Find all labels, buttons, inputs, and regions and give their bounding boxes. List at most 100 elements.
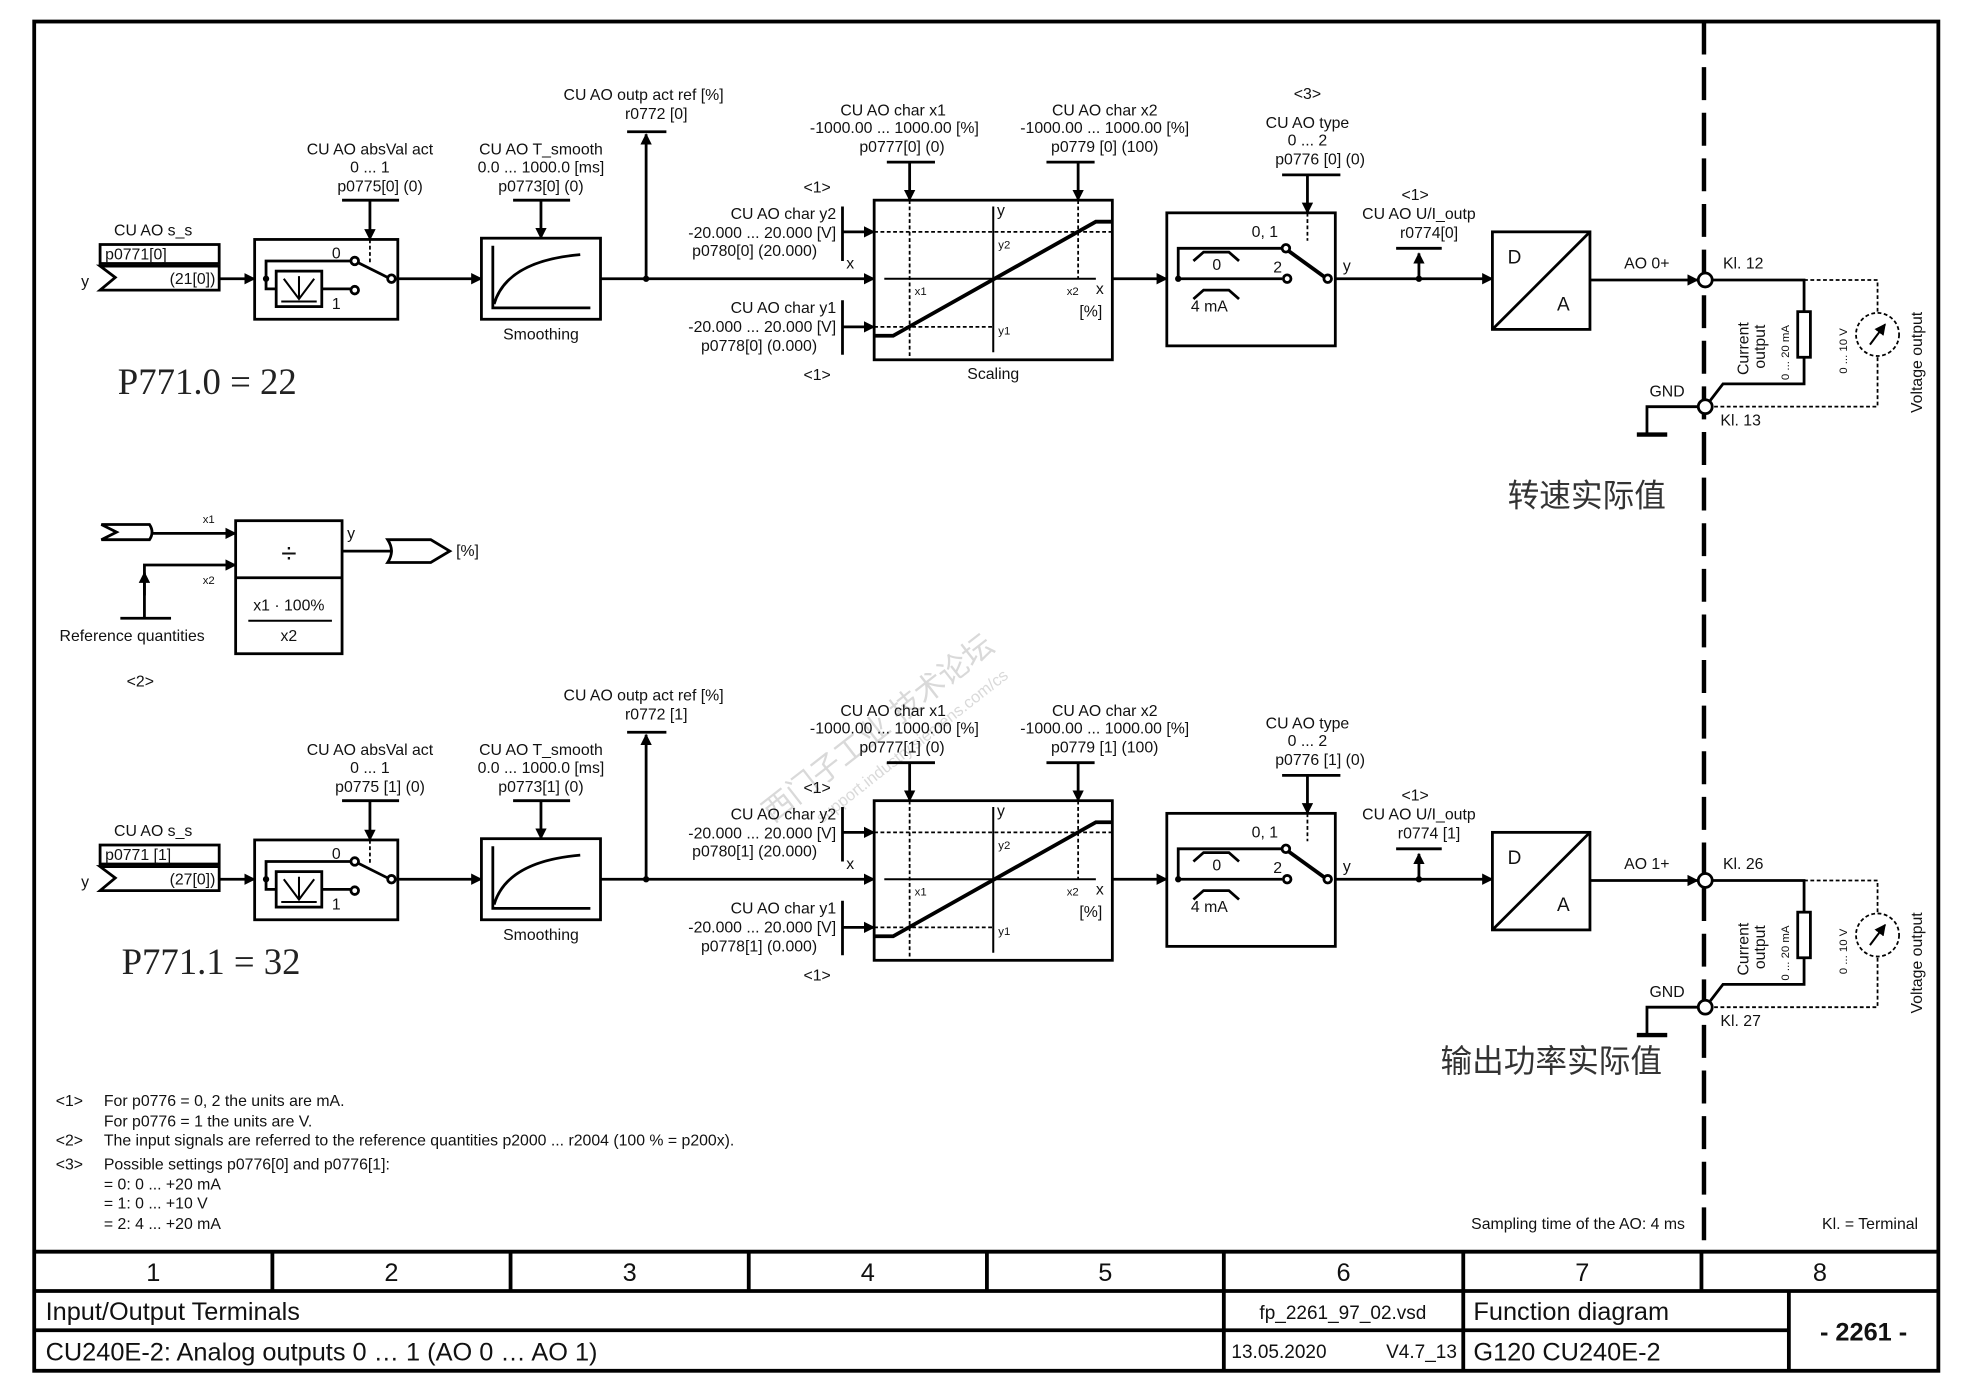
absval-param[interactable]: p0775[0] (0)	[337, 178, 422, 195]
diagram-label: <1>	[1401, 788, 1428, 805]
output-type-block: CU AO type 0 ... 2 p0776 [1] (0) 0 4 mA …	[1165, 715, 1365, 948]
diagram-label: -20.000 ... 20.000 [V]	[688, 826, 836, 843]
connection-node	[1280, 843, 1292, 855]
source-param[interactable]: p0771 [1]	[105, 847, 171, 864]
diagram-label: Smoothing	[503, 327, 579, 344]
diagram-label: 4 mA	[1191, 299, 1228, 316]
page-subtitle: CU240E-2: Analog outputs 0 … 1 (AO 0 … A…	[46, 1339, 598, 1367]
connection-node	[386, 273, 397, 284]
terminal-block: Kl. 12 Kl. 13 GND Current output 0 ... 2…	[1636, 256, 1926, 437]
smoothing-block: CU AO T_smooth 0.0 ... 1000.0 [ms] p0773…	[478, 142, 605, 344]
diagram-label: Kl. 12	[1723, 256, 1763, 273]
da-converter: D A	[1491, 830, 1592, 932]
diagram-line	[95, 264, 221, 292]
x2-param[interactable]: p0779 [1] (100)	[1051, 740, 1158, 757]
diagram-line	[1491, 831, 1591, 931]
y2-param[interactable]: p0780[0] (20.000)	[692, 243, 817, 260]
connection-node	[262, 275, 270, 282]
outp-param[interactable]: r0774 [1]	[1398, 826, 1460, 843]
connector-output	[385, 538, 453, 564]
ao-label: AO 1+	[1624, 856, 1669, 873]
diagram-label: y1	[998, 325, 1010, 337]
output-unit: [%]	[456, 543, 479, 560]
diagram-label: 0 ... 20 mA	[1780, 325, 1792, 380]
ref-param[interactable]: r0772 [0]	[625, 106, 687, 123]
diagram-label: y1	[998, 926, 1010, 938]
y1-param[interactable]: p0778[1] (0.000)	[701, 938, 817, 955]
type-param[interactable]: p0776 [1] (0)	[1275, 752, 1365, 769]
handwritten-annotation: P771.1 = 32	[122, 941, 301, 982]
source-label: CU AO s_s	[114, 823, 192, 840]
channel-ao1: CU AO s_s p0771 [1] (27[0]) y CU AO absV…	[81, 688, 1926, 1080]
diagram-label: 0 ... 2	[1288, 133, 1328, 150]
formula-denominator: x2	[280, 628, 297, 645]
x1-param[interactable]: p0777[0] (0)	[859, 139, 944, 156]
diagram-label: <3>	[56, 1156, 83, 1173]
footnote-ref-2: <2>	[127, 674, 154, 691]
outp-param[interactable]: r0774[0]	[1400, 225, 1458, 242]
diagram-line	[1287, 849, 1327, 880]
device-name: G120 CU240E-2	[1473, 1339, 1660, 1367]
source-param[interactable]: p0771[0]	[105, 247, 167, 264]
chinese-note: 输出功率实际值	[1440, 1044, 1662, 1080]
diagram-label: CU AO char x2	[1052, 703, 1158, 720]
diagram-label: D	[1508, 248, 1522, 269]
terminal-legend: Kl. = Terminal	[1822, 1216, 1918, 1233]
smooth-param[interactable]: p0773[1] (0)	[498, 779, 583, 796]
diagram-label: 2	[1273, 259, 1282, 276]
diagram-label: 2	[1273, 860, 1282, 877]
diagram-label: <1>	[804, 780, 831, 797]
diagram-label: For p0776 = 0, 2 the units are mA.	[104, 1093, 345, 1110]
version: V4.7_13	[1386, 1342, 1457, 1363]
diagram-label: <2>	[56, 1132, 83, 1149]
diagram-label: D	[1508, 848, 1522, 869]
offset-zero-icon	[1192, 851, 1240, 863]
diagram-label: 0 ... 1	[350, 159, 390, 176]
handwritten-annotation: P771.0 = 22	[118, 361, 297, 402]
connection-node	[1281, 273, 1293, 284]
terminal-plus	[1696, 271, 1714, 289]
y1-param[interactable]: p0778[0] (0.000)	[701, 338, 817, 355]
doc-type: Function diagram	[1473, 1298, 1669, 1326]
smoothing-block: CU AO T_smooth 0.0 ... 1000.0 [ms] p0773…	[478, 742, 605, 944]
offset-zero-icon	[1192, 250, 1240, 263]
diagram-label: CU AO outp act ref [%]	[564, 87, 724, 104]
connection-node	[262, 876, 270, 883]
diagram-label: [%]	[1079, 904, 1102, 921]
diagram-label: CU AO U/I_outp	[1362, 206, 1476, 223]
section-title: Input/Output Terminals	[46, 1298, 300, 1326]
diagram-label: -20.000 ... 20.000 [V]	[688, 225, 836, 242]
diagram-label: Scaling	[967, 366, 1019, 383]
type-param[interactable]: p0776 [0] (0)	[1275, 152, 1365, 169]
diagram-label: A	[1557, 895, 1570, 916]
diagram-label: 0 ... 2	[1288, 733, 1328, 750]
diagram-label: -1000.00 ... 1000.00 [%]	[810, 721, 979, 738]
diagram-label: GND	[1650, 984, 1685, 1001]
output-reference: CU AO outp act ref [%] r0772 [1]	[564, 688, 724, 880]
label-y: y	[81, 273, 89, 290]
diagram-line	[356, 861, 391, 881]
ui-output-readout: <1> CU AO U/I_outp r0774[0]	[1362, 187, 1476, 282]
x2-param[interactable]: p0779 [0] (100)	[1051, 139, 1158, 156]
diagram-label: 0, 1	[1252, 224, 1279, 241]
label-x2: x2	[203, 575, 215, 587]
output-reference: CU AO outp act ref [%] r0772 [0]	[564, 87, 724, 279]
formula-numerator: x1 · 100%	[253, 598, 324, 615]
diagram-label: CU AO char y2	[731, 206, 837, 223]
connection-node	[1175, 275, 1182, 282]
diagram-label: 0.0 ... 1000.0 [ms]	[478, 760, 605, 777]
y2-param[interactable]: p0780[1] (20.000)	[692, 843, 817, 860]
smooth-param[interactable]: p0773[0] (0)	[498, 178, 583, 195]
diagram-label: y2	[998, 840, 1010, 852]
diagram-line	[356, 261, 391, 280]
ref-param[interactable]: r0772 [1]	[625, 707, 687, 724]
column-number: 6	[1337, 1259, 1351, 1287]
diagram-line	[264, 879, 277, 891]
voltage-output-label: Voltage output	[1909, 311, 1926, 413]
absval-param[interactable]: p0775 [1] (0)	[335, 779, 425, 796]
diagram-label: 4 mA	[1191, 899, 1228, 916]
x1-param[interactable]: p0777[1] (0)	[859, 740, 944, 757]
diagram-label: x2	[1067, 887, 1079, 899]
